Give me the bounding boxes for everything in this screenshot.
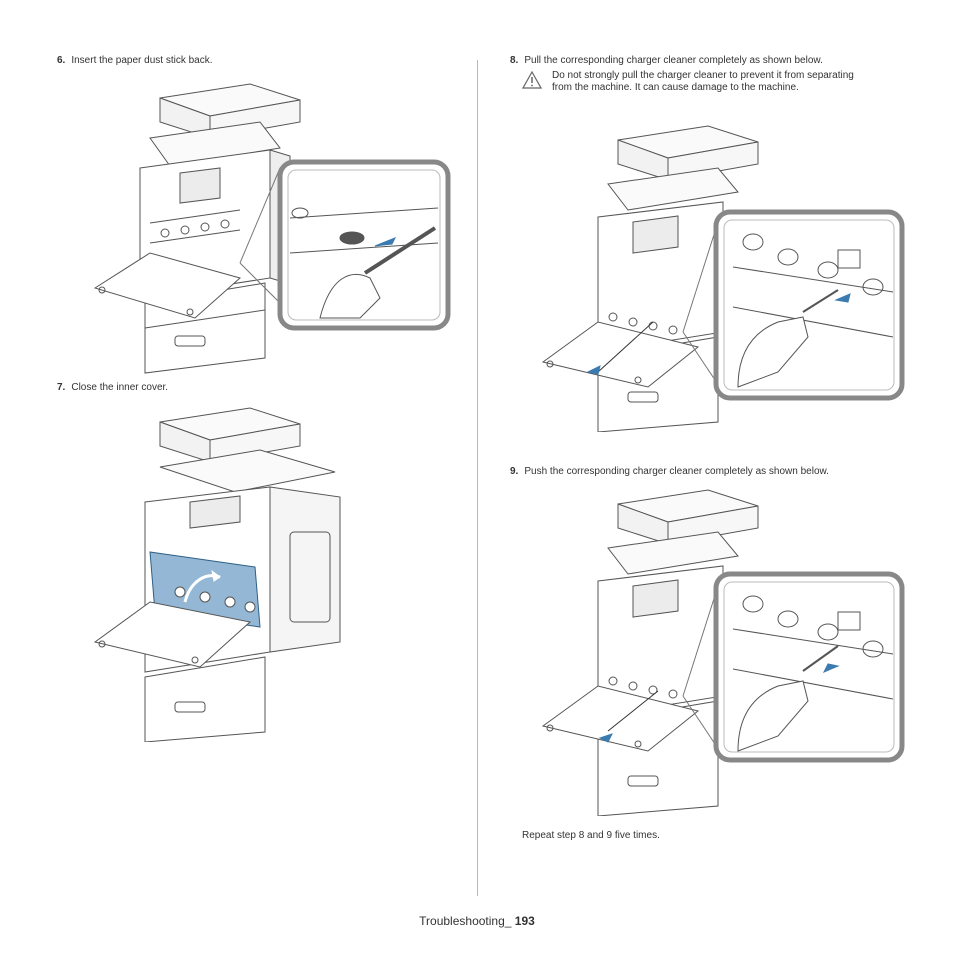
footer-section: Troubleshooting_ bbox=[419, 914, 512, 928]
repeat-note: Repeat step 8 and 9 five times. bbox=[522, 830, 660, 841]
step-8-number: 8. bbox=[510, 55, 519, 66]
step-6-number: 6. bbox=[57, 55, 66, 66]
page-number: 193 bbox=[514, 914, 535, 928]
warning-text: Do not strongly pull the charger cleaner… bbox=[552, 70, 854, 93]
warning-triangle-icon bbox=[521, 70, 543, 89]
step-7: 7. Close the inner cover. bbox=[57, 382, 168, 394]
step-7-number: 7. bbox=[57, 382, 66, 393]
step-6: 6. Insert the paper dust stick back. bbox=[57, 55, 213, 67]
page-footer: Troubleshooting_ 193 bbox=[0, 914, 954, 928]
step-7-text: Close the inner cover. bbox=[71, 382, 169, 393]
step-9-number: 9. bbox=[510, 466, 519, 477]
step-6-text: Insert the paper dust stick back. bbox=[71, 55, 213, 66]
illustration-close-inner-cover bbox=[90, 402, 355, 742]
step-8: 8. Pull the corresponding charger cleaner… bbox=[510, 55, 823, 67]
illustration-push-charger-cleaner bbox=[538, 486, 908, 816]
illustration-insert-dust-stick bbox=[90, 78, 455, 378]
step-8-text: Pull the corresponding charger cleaner c… bbox=[524, 55, 823, 66]
step-9: 9. Push the corresponding charger cleaner… bbox=[510, 466, 829, 478]
illustration-pull-charger-cleaner bbox=[538, 122, 908, 432]
step-9-text: Push the corresponding charger cleaner c… bbox=[524, 466, 829, 477]
column-divider bbox=[477, 60, 478, 896]
